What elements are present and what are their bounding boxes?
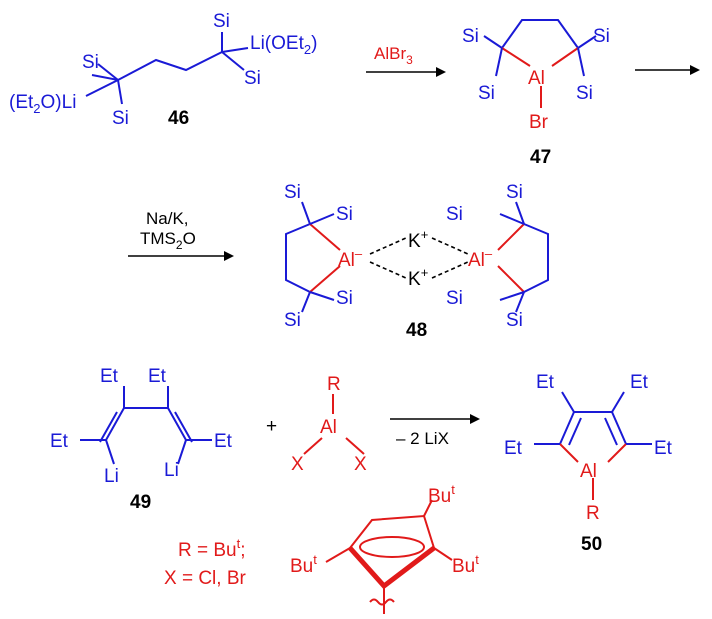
c46-li-oet2: Li(OEt2) [250,33,317,57]
definition-r: R = But; [178,536,246,561]
compound-50: Et Et Et Et Al R 50 [504,372,673,555]
cp-substituent: But But But [290,482,479,614]
c50-ring-carbon-bonds [559,411,627,445]
c50-number: 50 [581,534,602,555]
arrow-3-label: – 2 LiX [396,429,449,448]
c48-si-2: Si [336,204,353,225]
c46-left-carbon-bonds [85,63,123,105]
c48-k-bottom: K+ [408,265,428,290]
cp-bu-left: But [290,552,317,577]
c50-et-left: Et [504,438,523,459]
reagent-alx2: R Al X X [291,374,367,475]
c46-si-left: Si [82,52,99,73]
cp-bu-right: But [452,552,479,577]
c48-left-si-bonds [301,201,335,313]
c50-et-bonds [534,391,652,445]
c48-right-si-bonds [499,201,525,313]
c46-si-bottom: Si [112,108,129,129]
cp-bu-top: But [428,482,455,507]
c48-si-8: Si [506,310,523,331]
c48-si-6: Si [506,182,523,203]
cp-wavy-attachment [369,598,395,606]
c48-number: 48 [406,320,427,341]
cp-ring-aromatic-circle [359,536,425,558]
reagent-x-left: X [291,454,304,475]
c48-si-1: Si [284,182,301,203]
c49-double-bond-lines [99,411,193,443]
c48-right-ring-bonds [523,223,549,293]
c47-si-left-bottom: Si [478,83,495,104]
c46-si-top: Si [213,11,230,32]
compound-46: Si Li(OEt2) Si Si (Et2O)Li Si 46 [9,11,317,129]
compound-47: Si Si Si Si Al Br 47 [462,19,610,168]
c46-right-carbon-bonds [221,32,249,71]
c47-ring-top-bonds [501,19,579,49]
reagent-al-x-bonds [303,437,365,455]
c46-si-right: Si [244,68,261,89]
reagent-x-right: X [354,454,367,475]
arrow-3: – 2 LiX [390,414,480,448]
arrow-1-head [436,67,446,77]
arrow-2: Na/K, TMS2O [128,209,234,261]
compound-48: Si Si Si Si Al– K+ K+ Al– Si Si Si Si 48 [284,182,549,341]
reagent-al: Al [320,417,337,438]
c50-r: R [586,503,600,524]
c50-double-bond-lines [568,417,618,446]
c47-si-right-top: Si [593,26,610,47]
c49-side-bonds [105,407,187,441]
c50-al: Al [580,461,597,482]
c49-number: 49 [130,492,151,513]
c50-et-top-right: Et [630,372,649,393]
c48-al-left: Al– [338,246,363,271]
c48-left-al-bonds [309,223,341,293]
c47-ring-al-bonds [501,47,579,67]
c48-si-5: Si [446,204,463,225]
plus-sign: + [266,416,277,437]
c49-et-top-right: Et [148,366,167,387]
c48-si-3: Si [336,288,353,309]
c50-ring-al-bonds [559,443,627,463]
c46-et2o-li: (Et2O)Li [9,92,76,116]
c49-et-top-bonds [123,386,169,408]
arrow-2-head [224,251,234,261]
arrow-3-head [470,414,480,424]
c47-al: Al [528,68,545,89]
c48-si-4: Si [284,310,301,331]
c49-li-right: Li [164,460,179,481]
c48-al-right: Al– [468,246,493,271]
c49-li-bonds [105,439,187,465]
c49-li-left: Li [104,466,119,487]
c50-et-top-left: Et [536,372,555,393]
c48-si-7: Si [446,288,463,309]
c47-si-right-bottom: Si [576,83,593,104]
c49-et-left: Et [50,431,69,452]
compound-49: Et Et Et Et Li Li 49 [50,366,233,513]
c46-backbone-bonds [91,51,223,82]
c49-et-top-left: Et [100,366,119,387]
arrow-1: AlBr3 [366,44,446,77]
c48-k-top: K+ [408,227,428,252]
definitions: R = But; X = Cl, Br [164,536,246,589]
arrow-2-line1: Na/K, [146,209,189,228]
cp-substituent-bonds [325,499,453,614]
c47-si-bonds [483,35,597,77]
c49-et-right: Et [214,431,233,452]
cp-ring-front-edge [348,546,436,590]
c47-number: 47 [530,147,551,168]
c48-left-ring-bonds [285,223,311,293]
arrow-2-line2: TMS2O [140,229,196,252]
arrow-continue [635,65,700,75]
c47-si-left-top: Si [462,26,479,47]
c46-number: 46 [168,108,189,129]
c47-br: Br [529,112,549,133]
definition-x: X = Cl, Br [164,568,246,589]
c50-et-right: Et [654,438,673,459]
arrow-1-label: AlBr3 [374,44,413,67]
c48-right-al-bonds [497,223,525,293]
arrow-continue-head [690,65,700,75]
reagent-r: R [327,374,341,395]
